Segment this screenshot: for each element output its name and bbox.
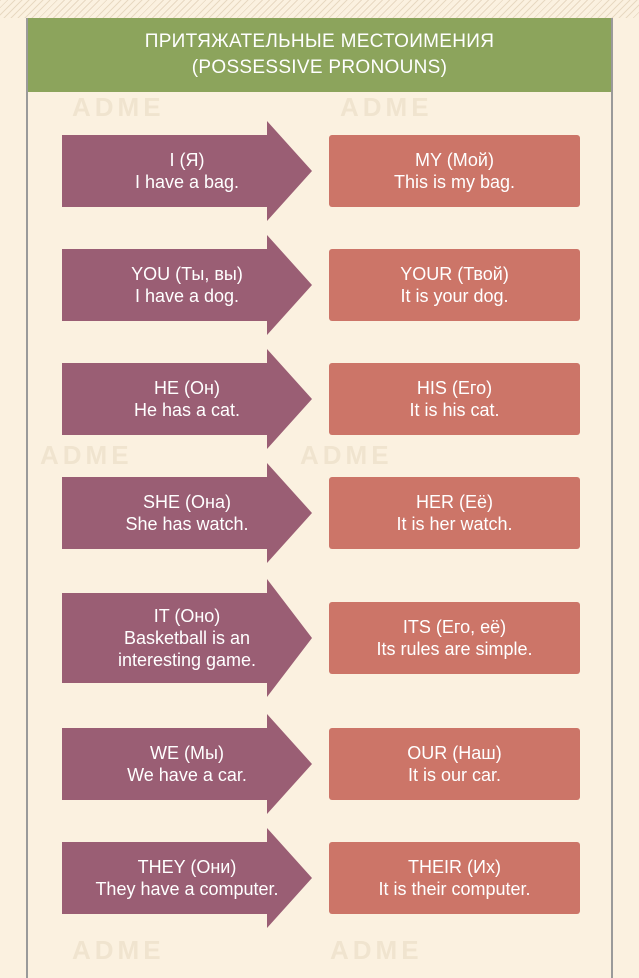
possessive-box: OUR (Наш) It is our car. (329, 728, 580, 800)
possessive-label: THEIR (Их) (408, 857, 501, 877)
possessive-example: Its rules are simple. (376, 639, 533, 659)
pronoun-arrow: THEY (Они) They have a computer. (62, 828, 312, 928)
pronoun-example: We have a car. (127, 765, 247, 785)
pronoun-example: interesting game. (117, 650, 257, 670)
title-line-2: (POSSESSIVE PRONOUNS) (191, 57, 448, 78)
pronoun-label: SHE (Она) (143, 492, 231, 512)
possessive-example: This is my bag. (393, 172, 516, 192)
content-frame (26, 18, 613, 978)
pronoun-arrow: I (Я) I have a bag. (62, 121, 312, 221)
pronoun-label: YOU (Ты, вы) (131, 264, 243, 284)
possessive-box: MY (Мой) This is my bag. (329, 135, 580, 207)
pronoun-example: I have a bag. (134, 172, 240, 192)
pronoun-example: He has a cat. (133, 400, 241, 420)
possessive-box: ITS (Его, её) Its rules are simple. (329, 602, 580, 674)
pronoun-arrow: WE (Мы) We have a car. (62, 714, 312, 814)
possessive-label: OUR (Наш) (407, 743, 502, 763)
pronoun-arrow: HE (Он) He has a cat. (62, 349, 312, 449)
title-line-1: ПРИТЯЖАТЕЛЬНЫЕ МЕСТОИМЕНИЯ (144, 31, 495, 52)
possessive-box: HER (Её) It is her watch. (329, 477, 580, 549)
pronoun-arrow: SHE (Она) She has watch. (62, 463, 312, 563)
top-hatch-strip (0, 0, 639, 18)
pronoun-label: I (Я) (169, 150, 205, 170)
possessive-example: It is her watch. (396, 514, 513, 534)
possessive-label: MY (Мой) (415, 150, 494, 170)
pronoun-example: They have a computer. (95, 879, 279, 899)
possessive-example: It is their computer. (378, 879, 531, 899)
pronoun-example: She has watch. (125, 514, 249, 534)
possessive-example: It is your dog. (400, 286, 509, 306)
possessive-box: HIS (Его) It is his cat. (329, 363, 580, 435)
possessive-label: HIS (Его) (416, 378, 493, 398)
possessive-box: THEIR (Их) It is their computer. (329, 842, 580, 914)
pronoun-label: HE (Он) (154, 378, 220, 398)
possessive-box: YOUR (Твой) It is your dog. (329, 249, 580, 321)
possessive-label: YOUR (Твой) (400, 264, 509, 284)
possessive-example: It is our car. (407, 765, 502, 785)
pronoun-label: IT (Оно) (153, 606, 221, 626)
pronoun-example: Basketball is an (123, 628, 251, 648)
pronoun-label: THEY (Они) (137, 857, 237, 877)
pronoun-arrow: YOU (Ты, вы) I have a dog. (62, 235, 312, 335)
pronoun-arrow: IT (Оно) Basketball is an interesting ga… (62, 579, 312, 697)
possessive-label: ITS (Его, её) (402, 617, 507, 637)
pronoun-label: WE (Мы) (150, 743, 224, 763)
pronoun-example: I have a dog. (134, 286, 240, 306)
page-title: ПРИТЯЖАТЕЛЬНЫЕ МЕСТОИМЕНИЯ (POSSESSIVE P… (28, 18, 611, 92)
possessive-example: It is his cat. (409, 400, 500, 420)
possessive-label: HER (Её) (415, 492, 493, 512)
